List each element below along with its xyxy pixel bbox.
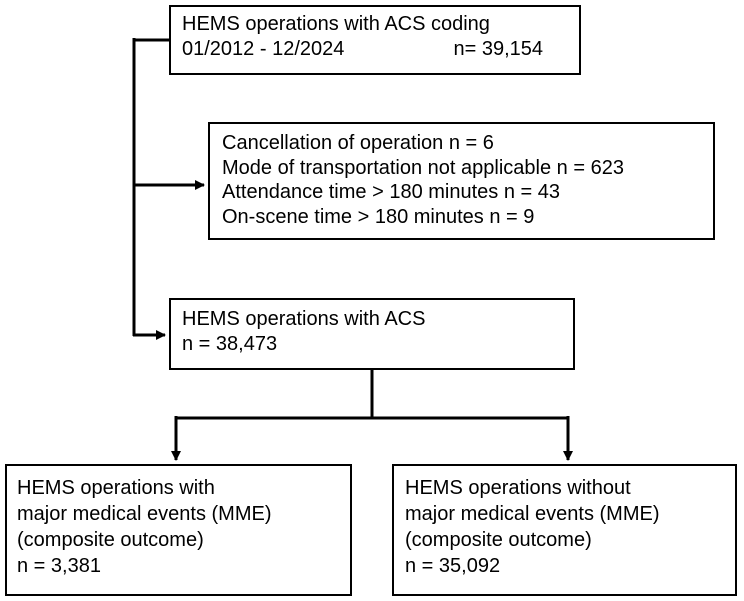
mme-group-line-2: major medical events (MME) xyxy=(17,503,272,525)
mme-group-line-3: (composite outcome) xyxy=(17,529,204,551)
exclusion-cancellation: Cancellation of operation n = 6 xyxy=(222,132,494,154)
source-population-count: n= 39,154 xyxy=(453,38,543,60)
source-population-title: HEMS operations with ACS coding xyxy=(182,13,490,35)
study-population-count: n = 38,473 xyxy=(182,333,278,355)
mme-group-count: n = 3,381 xyxy=(17,555,101,577)
source-population-period: 01/2012 - 12/2024 xyxy=(182,38,345,60)
mme-group-box: HEMS operations with major medical event… xyxy=(5,464,352,596)
study-population-box: HEMS operations with ACS n = 38,473 xyxy=(169,298,575,370)
exclusion-transport-mode: Mode of transportation not applicable n … xyxy=(222,156,624,179)
no-mme-group-count: n = 35,092 xyxy=(405,555,501,577)
mme-group-line-1: HEMS operations with xyxy=(17,477,215,499)
source-population-details: 01/2012 - 12/2024 n= 39,154 xyxy=(182,37,543,62)
study-population-title: HEMS operations with ACS xyxy=(182,308,426,330)
no-mme-group-line-3: (composite outcome) xyxy=(405,529,592,551)
exclusion-box: Cancellation of operation n = 6 Mode of … xyxy=(208,122,715,240)
exclusion-on-scene-time: On-scene time > 180 minutes n = 9 xyxy=(222,205,535,228)
source-population-box: HEMS operations with ACS coding 01/2012 … xyxy=(169,5,581,75)
exclusion-attendance-time: Attendance time > 180 minutes n = 43 xyxy=(222,181,560,203)
no-mme-group-box: HEMS operations without major medical ev… xyxy=(392,464,737,596)
no-mme-group-line-1: HEMS operations without xyxy=(405,477,631,499)
no-mme-group-line-2: major medical events (MME) xyxy=(405,503,660,525)
